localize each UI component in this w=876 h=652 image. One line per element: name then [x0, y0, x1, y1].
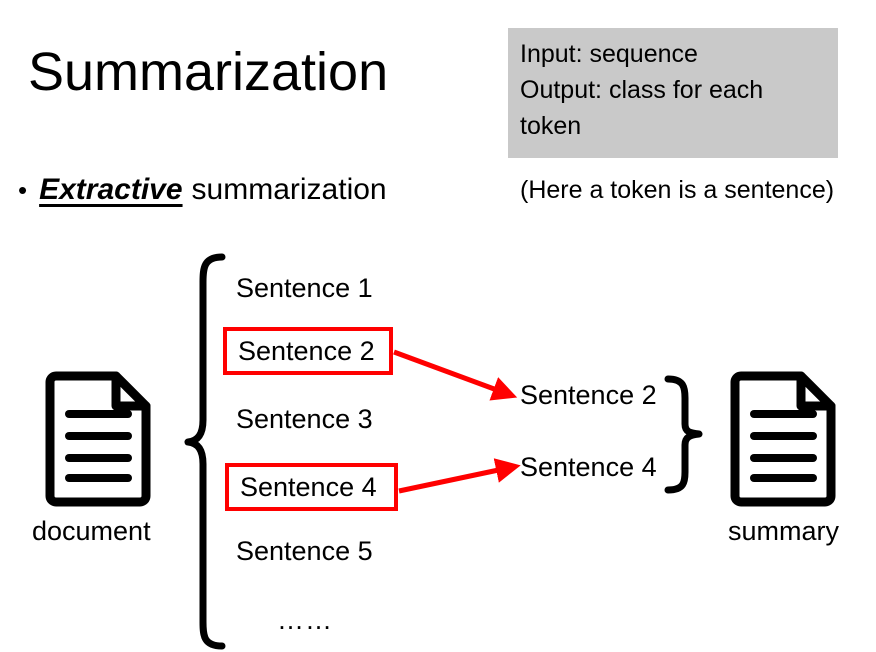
bullet-marker-icon: • [18, 175, 28, 205]
summary-brace [664, 375, 703, 494]
highlighted-sentence-4-box[interactable]: Sentence 4 [225, 463, 398, 511]
list-item-sentence-3: Sentence 3 [236, 404, 373, 434]
summary-page-icon [730, 371, 836, 507]
io-spec-box: Input: sequence Output: class for each t… [508, 28, 838, 158]
bullet-emphasis-text: Extractive [39, 173, 183, 206]
list-item-sentence-2: Sentence 2 [238, 335, 375, 366]
bullet-rest-text: summarization [191, 173, 387, 206]
io-line-output: Output: class for each [520, 76, 764, 104]
summary-label: summary [728, 516, 840, 546]
output-item-sentence-4: Sentence 4 [520, 452, 657, 482]
io-line-token: token [520, 112, 582, 140]
list-item-sentence-1: Sentence 1 [236, 273, 373, 303]
bullet-extractive-summarization: • Extractive summarization [18, 172, 387, 208]
token-note: (Here a token is a sentence) [520, 176, 835, 204]
list-item-ellipsis: …… [277, 605, 333, 635]
list-item-sentence-5: Sentence 5 [236, 536, 373, 566]
highlighted-sentence-2-box[interactable]: Sentence 2 [223, 327, 393, 375]
arrow-sentence-2 [393, 349, 518, 401]
io-line-input: Input: sequence [520, 40, 698, 68]
document-brace [184, 253, 226, 650]
page-title: Summarization [28, 42, 389, 102]
document-label: document [32, 516, 151, 546]
arrow-sentence-4 [398, 458, 521, 494]
list-item-sentence-4: Sentence 4 [240, 471, 377, 502]
output-item-sentence-2: Sentence 2 [520, 380, 657, 410]
document-page-icon [45, 371, 151, 507]
